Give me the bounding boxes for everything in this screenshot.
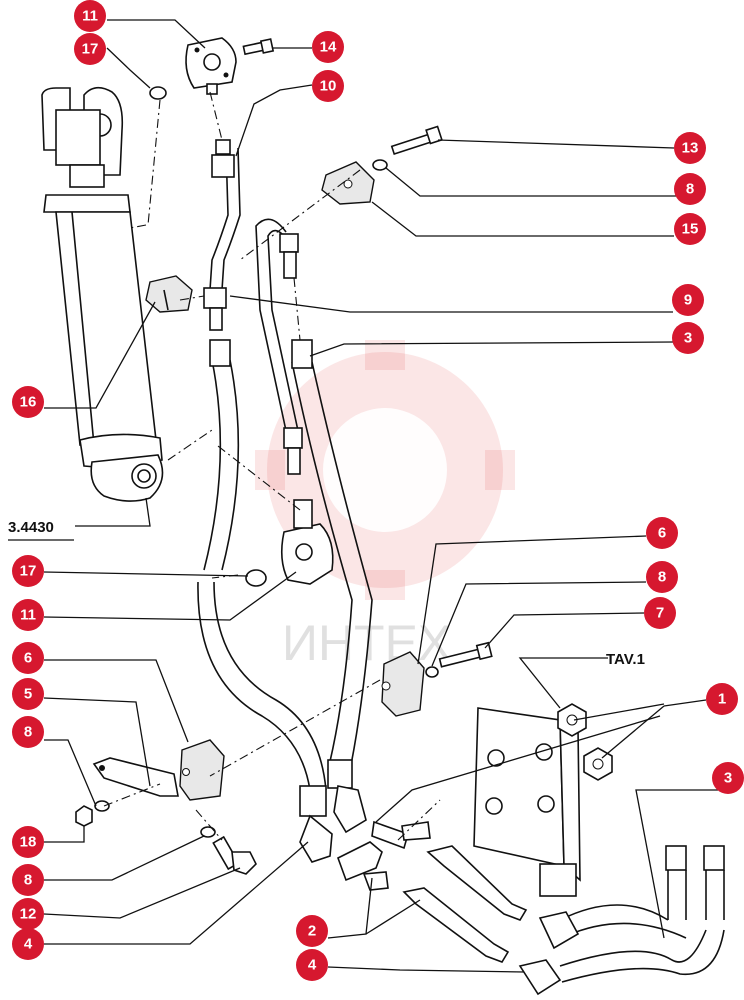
seal-ring-top [149, 86, 167, 100]
svg-text:1: 1 [718, 691, 726, 708]
svg-text:3: 3 [684, 330, 692, 347]
svg-text:8: 8 [686, 181, 694, 198]
washer-8-top [372, 159, 388, 171]
callout-12: 12 [12, 898, 44, 930]
svg-text:4: 4 [24, 936, 33, 953]
svg-text:3: 3 [724, 770, 732, 787]
hose-line-left-long [197, 339, 333, 863]
svg-text:9: 9 [684, 292, 692, 309]
callout-8: 8 [674, 173, 706, 205]
hose-clamp-top-right [321, 161, 375, 205]
callout-18: 18 [12, 826, 44, 858]
callout-13: 13 [674, 132, 706, 164]
nut-1-a [557, 703, 587, 737]
callout-4: 4 [12, 928, 44, 960]
svg-text:11: 11 [82, 8, 98, 25]
alignment-lines [103, 91, 441, 841]
watermark-gear-logo [255, 340, 515, 600]
nut-18 [75, 805, 93, 827]
flange-top [185, 37, 237, 95]
screw-top [242, 38, 275, 56]
bracket-5 [92, 757, 179, 797]
hose-line-4-right [518, 929, 725, 996]
svg-text:7: 7 [656, 605, 664, 622]
svg-text:16: 16 [20, 394, 37, 411]
svg-text:4: 4 [308, 957, 317, 974]
callout-6: 6 [646, 517, 678, 549]
adapters-2 [337, 820, 528, 963]
svg-text:2: 2 [308, 923, 316, 940]
hose-clamp-left [145, 275, 193, 313]
bolt-13 [390, 125, 443, 155]
svg-text:13: 13 [682, 140, 699, 157]
callout-15: 15 [674, 213, 706, 245]
svg-text:18: 18 [20, 834, 37, 851]
callout-8: 8 [12, 716, 44, 748]
svg-text:5: 5 [24, 686, 32, 703]
callout-1: 1 [706, 683, 738, 715]
hose-line-3-center [291, 339, 373, 834]
callout-7: 7 [644, 597, 676, 629]
svg-text:17: 17 [20, 563, 37, 580]
drawing-reference-label: 3.4430 [8, 519, 54, 536]
callout-16: 16 [12, 386, 44, 418]
callout-8: 8 [12, 864, 44, 896]
hose-clamp-lower-left [179, 739, 225, 801]
hose-line-3-right [538, 845, 725, 950]
hose-line-9 [255, 218, 303, 475]
washer-8-bottom [200, 826, 216, 838]
svg-text:17: 17 [82, 41, 99, 58]
leader-lines [43, 19, 718, 973]
callout-8: 8 [646, 561, 678, 593]
svg-text:8: 8 [24, 724, 32, 741]
callout-11: 11 [74, 0, 106, 32]
svg-text:8: 8 [24, 872, 32, 889]
bolt-12 [212, 835, 257, 875]
svg-text:15: 15 [682, 221, 699, 238]
callout-3: 3 [712, 762, 744, 794]
hose-clamp-right [381, 651, 425, 717]
callout-5: 5 [12, 678, 44, 710]
washer-8-lower [94, 800, 110, 812]
hose-line-10 [203, 139, 241, 331]
svg-text:10: 10 [320, 78, 337, 95]
svg-text:11: 11 [20, 607, 36, 624]
svg-text:6: 6 [658, 525, 666, 542]
callout-9: 9 [672, 284, 704, 316]
callout-6: 6 [12, 642, 44, 674]
callout-3: 3 [672, 322, 704, 354]
seal-ring-middle [245, 569, 267, 587]
callout-10: 10 [312, 70, 344, 102]
callout-2: 2 [296, 915, 328, 947]
callout-11: 11 [12, 599, 44, 631]
callout-17: 17 [74, 33, 106, 65]
flange-middle [280, 499, 334, 585]
callout-14: 14 [312, 31, 344, 63]
table-label: TAV.1 [606, 651, 645, 668]
svg-text:14: 14 [320, 39, 337, 56]
svg-text:12: 12 [20, 906, 37, 923]
callout-4: 4 [296, 949, 328, 981]
hydraulic-cylinder [41, 86, 164, 502]
washer-8-right [425, 666, 439, 678]
callout-17: 17 [12, 555, 44, 587]
svg-text:8: 8 [658, 569, 666, 586]
bolt-7 [438, 641, 493, 668]
mounting-plate [473, 707, 581, 897]
svg-text:6: 6 [24, 650, 32, 667]
